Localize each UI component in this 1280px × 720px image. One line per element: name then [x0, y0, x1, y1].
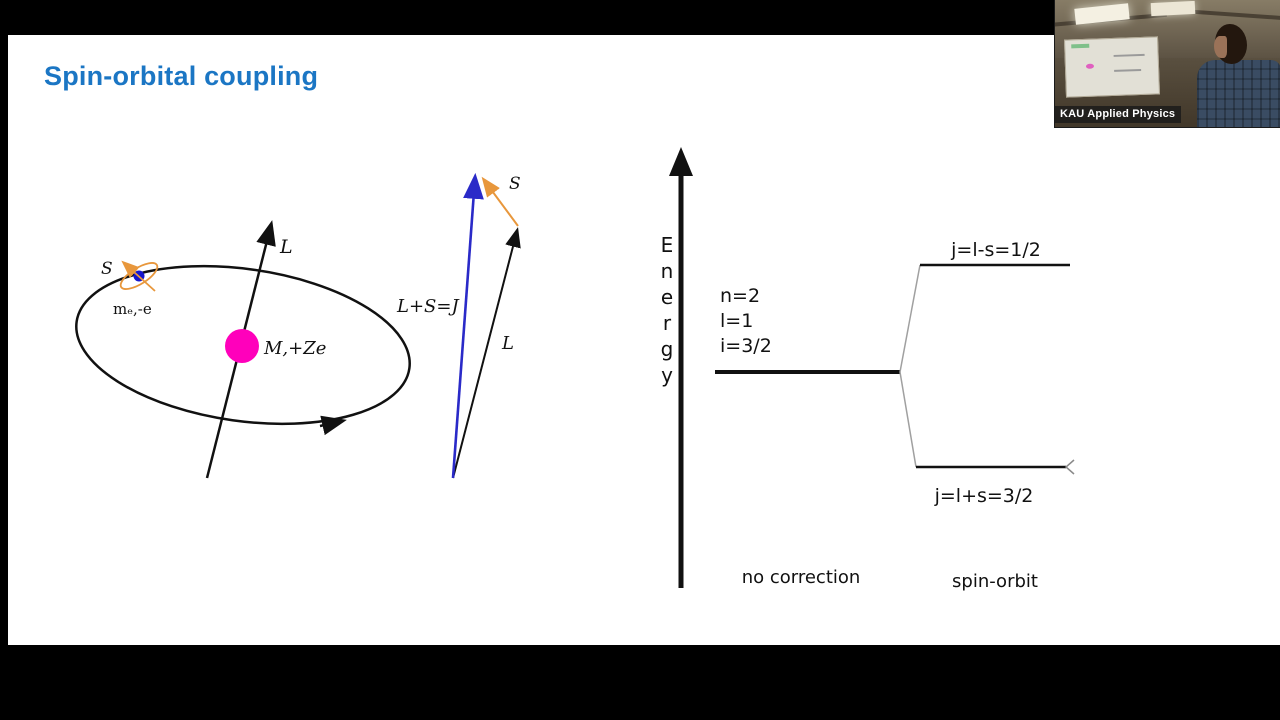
energy-letter: y — [661, 363, 673, 387]
vector-addition-diagram: S L+S=J L — [396, 172, 521, 479]
energy-letter: e — [661, 285, 673, 309]
lower-level-end-chevron — [1064, 459, 1075, 475]
projection-screen — [1064, 36, 1160, 98]
l-vector — [452, 227, 521, 479]
spin-s-label: S — [101, 259, 113, 279]
nucleus-label: M,+Ze — [263, 338, 326, 359]
webcam-overlay: KAU Applied Physics — [1055, 0, 1280, 127]
axis-l-label: L — [279, 236, 293, 258]
webcam-caption: KAU Applied Physics — [1055, 106, 1182, 123]
orbit-direction-arrow — [319, 415, 347, 436]
electron-mass-label: mₑ,-e — [113, 300, 152, 318]
fork-upper-line — [899, 264, 921, 373]
spin-orbit-caption: spin-orbit — [952, 571, 1038, 592]
screen-content-mark — [1070, 44, 1090, 49]
screen-content-mark — [1086, 63, 1095, 69]
orbit-ellipse — [75, 264, 411, 426]
s-vector — [481, 176, 519, 227]
upper-level-label: j=l-s=1/2 — [950, 239, 1041, 261]
fork-lower-line — [899, 371, 917, 468]
energy-letter: r — [663, 311, 672, 335]
lower-level-label: j=l+s=3/2 — [934, 485, 1034, 507]
vector-s-label: S — [509, 174, 521, 194]
state-l-label: l=1 — [720, 310, 753, 332]
energy-letter: g — [661, 337, 674, 361]
vector-j-label: L+S=J — [396, 296, 460, 317]
state-n-label: n=2 — [720, 285, 760, 307]
energy-letter: n — [661, 259, 674, 283]
vector-l-label: L — [501, 333, 514, 354]
energy-axis-arrowhead — [669, 147, 693, 176]
no-correction-caption: no correction — [742, 567, 861, 588]
slide-title: Spin-orbital coupling — [44, 61, 319, 91]
nucleus — [225, 329, 259, 363]
j-vector — [451, 172, 484, 479]
physics-diagram: L M,+Ze S mₑ,-e S L+S=J L — [75, 147, 1075, 592]
state-i-label: i=3/2 — [720, 335, 772, 357]
presentation-slide: Spin-orbital coupling L M — [8, 35, 1280, 645]
energy-level-diagram: E n e r g y n=2 l=1 i=3/2 j=l-s=1/2 j=l+… — [661, 147, 1075, 592]
spin-vector-arrow — [121, 260, 156, 292]
presenter-body — [1197, 60, 1280, 127]
ceiling-light — [1150, 0, 1196, 17]
energy-letter: E — [661, 233, 674, 257]
orbit-diagram: L M,+Ze S mₑ,-e — [75, 220, 411, 479]
screen-content-mark — [1113, 53, 1145, 57]
screen-content-mark — [1113, 68, 1142, 72]
presenter-face — [1214, 36, 1227, 58]
